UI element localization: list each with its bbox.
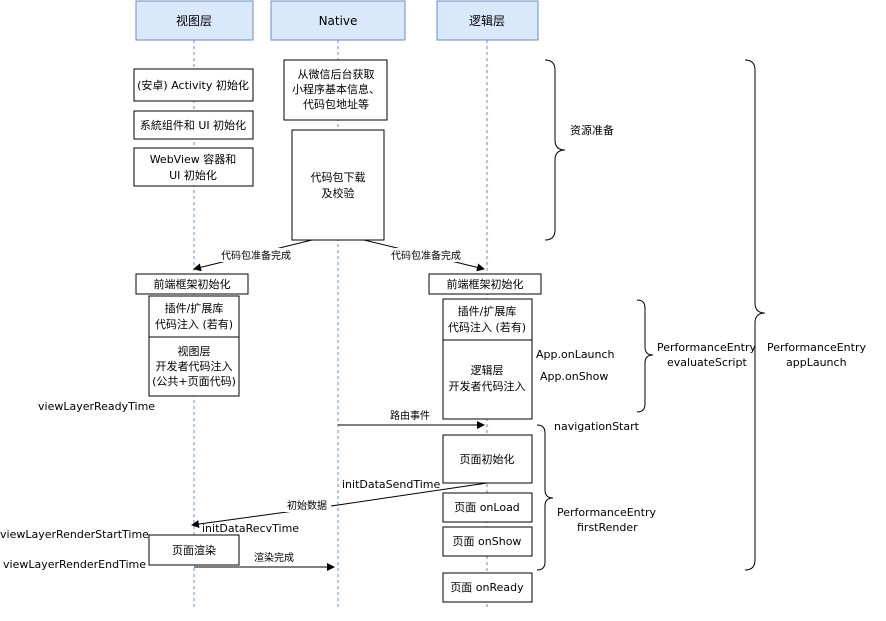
- route-event-label: 路由事件: [390, 409, 430, 422]
- view-framework-init-box: 前端框架初始化: [135, 273, 249, 295]
- init-data-recv-time: initDataRecvTime: [202, 522, 299, 535]
- init-data-send-time: initDataSendTime: [342, 478, 441, 491]
- logic-lane-header: 逻辑层: [436, 0, 539, 41]
- page-render-box: 页面渲染: [148, 534, 240, 566]
- svg-text:页面 onShow: 页面 onShow: [453, 535, 522, 548]
- view-layer-ready-time: viewLayerReadyTime: [38, 400, 155, 413]
- evaluate-script-label: evaluateScript: [667, 356, 747, 369]
- native-lane-label: Native: [319, 14, 358, 28]
- init-data-arrow: [191, 482, 488, 529]
- svg-text:代码包下载: 代码包下载: [311, 171, 366, 184]
- pkg-ready-label-right: 代码包准备完成: [391, 249, 461, 262]
- logic-plugin-inject-box: 插件/扩展库 代码注入 (若有): [442, 298, 533, 341]
- page-onready-box: 页面 onReady: [442, 572, 533, 603]
- svg-text:页面渲染: 页面渲染: [172, 543, 216, 557]
- svg-text:前端框架初始化: 前端框架初始化: [154, 277, 231, 291]
- view-lane-header: 视图层: [135, 0, 254, 41]
- svg-text:(安卓) Activity 初始化: (安卓) Activity 初始化: [137, 78, 249, 92]
- first-render-label: firstRender: [577, 521, 638, 534]
- svg-text:及校验: 及校验: [322, 186, 355, 200]
- render-done-label: 渲染完成: [254, 551, 294, 564]
- render-end-time: viewLayerRenderEndTime: [3, 558, 146, 571]
- page-init-box: 页面初始化: [442, 434, 533, 484]
- svg-text:代码注入 (若有): 代码注入 (若有): [155, 317, 233, 331]
- svg-text:(公共+页面代码): (公共+页面代码): [152, 375, 236, 388]
- download-box: 代码包下载 及校验: [291, 129, 385, 241]
- system-ui-init-box: 系統组件和 UI 初始化: [133, 110, 254, 140]
- evaluate-script-brace: [636, 299, 654, 413]
- app-launch-label: appLaunch: [786, 356, 847, 369]
- svg-text:页面 onReady: 页面 onReady: [450, 581, 524, 594]
- pkg-ready-label-left: 代码包准备完成: [221, 249, 291, 262]
- native-lane-header: Native: [270, 0, 406, 41]
- logic-dev-inject-box: 逻辑层 开发者代码注入: [442, 339, 533, 420]
- logic-lane-label: 逻辑层: [469, 14, 505, 28]
- view-dev-inject-box: 视图层 开发者代码注入 (公共+页面代码): [148, 336, 240, 397]
- resource-prep-label: 资源准备: [570, 123, 614, 137]
- app-onlaunch-label: App.onLaunch: [536, 348, 615, 361]
- svg-text:开发者代码注入: 开发者代码注入: [449, 379, 526, 393]
- svg-text:系統组件和 UI 初始化: 系統组件和 UI 初始化: [140, 118, 246, 132]
- resource-prep-brace: [544, 59, 566, 241]
- svg-text:小程序基本信息、: 小程序基本信息、: [292, 82, 380, 96]
- svg-text:页面初始化: 页面初始化: [460, 452, 515, 466]
- svg-text:WebView 容器和: WebView 容器和: [150, 152, 237, 166]
- first-render-entry-label: PerformanceEntry: [557, 506, 656, 519]
- first-render-brace: [536, 424, 554, 571]
- activity-init-box: (安卓) Activity 初始化: [133, 68, 254, 102]
- evaluate-entry-label: PerformanceEntry: [657, 341, 756, 354]
- svg-text:前端框架初始化: 前端框架初始化: [447, 277, 524, 291]
- svg-text:逻辑层: 逻辑层: [471, 363, 504, 377]
- svg-text:视图层: 视图层: [178, 344, 211, 358]
- svg-text:代码注入 (若有): 代码注入 (若有): [448, 320, 526, 334]
- svg-text:页面 onLoad: 页面 onLoad: [454, 501, 520, 514]
- page-onload-box: 页面 onLoad: [442, 492, 533, 523]
- logic-framework-init-box: 前端框架初始化: [428, 273, 542, 295]
- fetch-info-box: 从微信后台获取 小程序基本信息、 代码包地址等: [283, 59, 388, 121]
- render-start-time: viewLayerRenderStartTime: [0, 528, 149, 541]
- svg-text:插件/扩展库: 插件/扩展库: [165, 301, 224, 315]
- app-onshow-label: App.onShow: [540, 370, 608, 383]
- view-plugin-inject-box: 插件/扩展库 代码注入 (若有): [148, 295, 240, 338]
- svg-text:开发者代码注入: 开发者代码注入: [156, 359, 233, 373]
- svg-text:从微信后台获取: 从微信后台获取: [298, 67, 375, 81]
- webview-init-box: WebView 容器和 UI 初始化: [133, 147, 254, 187]
- app-launch-entry-label: PerformanceEntry: [767, 341, 866, 354]
- navigation-start-label: navigationStart: [554, 420, 640, 433]
- app-launch-brace: [744, 59, 766, 571]
- svg-text:插件/扩展库: 插件/扩展库: [458, 304, 517, 318]
- svg-text:代码包地址等: 代码包地址等: [303, 97, 369, 111]
- view-lane-label: 视图层: [176, 13, 212, 28]
- svg-text:UI 初始化: UI 初始化: [169, 168, 217, 182]
- page-onshow-box: 页面 onShow: [442, 526, 533, 557]
- init-data-label: 初始数据: [287, 499, 327, 512]
